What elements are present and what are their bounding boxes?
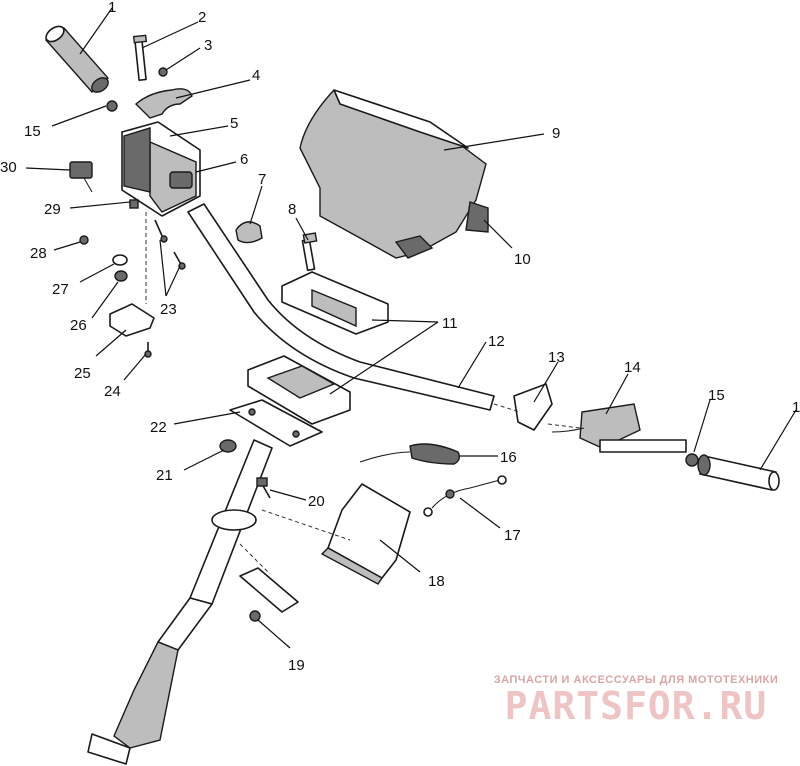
callout-15-right: 15 [708, 387, 725, 404]
part-11-lower-clamp [247, 355, 351, 425]
watermark-tagline: ЗАПЧАСТИ И АКСЕССУАРЫ ДЛЯ МОТОТЕХНИКИ [493, 674, 779, 686]
callout-18: 18 [428, 573, 445, 590]
callout-7: 7 [258, 171, 266, 188]
callout-14: 14 [624, 359, 641, 376]
part-18-bracket [320, 483, 411, 585]
callout-17: 17 [504, 527, 521, 544]
part-26-nut [114, 270, 128, 282]
site-watermark: ЗАПЧАСТИ И АКСЕССУАРЫ ДЛЯ МОТОТЕХНИКИ PA… [486, 674, 786, 726]
part-2-pin [132, 34, 148, 82]
callout-4: 4 [252, 67, 260, 84]
part-24-screw [144, 342, 152, 358]
callout-27: 27 [52, 281, 69, 298]
callout-29: 29 [44, 201, 61, 218]
assembly-guide-lines [145, 212, 581, 575]
callout-11: 11 [442, 315, 458, 332]
part-1-left-grip [44, 25, 109, 93]
part-4-throttle-lever [134, 88, 193, 119]
part-15-right-end-plug [685, 453, 699, 467]
part-11-upper-clamp [281, 271, 389, 335]
part-15-left-end-plug [106, 100, 118, 112]
part-23-screws [154, 219, 186, 270]
part-7-clip [235, 221, 263, 244]
callout-23: 23 [160, 301, 177, 318]
callout-22: 22 [150, 419, 167, 436]
part-20-bolt [256, 477, 271, 499]
leader-lines [25, 7, 797, 649]
callout-9: 9 [552, 125, 560, 142]
part-29-screw [129, 199, 139, 209]
part-12-handlebar [187, 203, 495, 411]
callout-21: 21 [156, 467, 173, 484]
part-30-switch [69, 161, 93, 193]
callout-1-right: 1 [792, 399, 800, 416]
part-27-washer [112, 254, 128, 266]
callout-5: 5 [230, 115, 238, 132]
part-14-brake-control [551, 403, 687, 453]
part-28-nut [79, 235, 89, 245]
callout-26: 26 [70, 317, 87, 334]
steering-post [87, 439, 273, 765]
callout-2: 2 [198, 9, 206, 26]
watermark-brand-logo: PARTSFOR.RU [504, 684, 768, 728]
part-22-riser-plate [229, 399, 323, 447]
callout-10: 10 [514, 251, 531, 268]
callout-13: 13 [548, 349, 565, 366]
callout-3: 3 [204, 37, 212, 54]
part-5-6-throttle-housing [121, 121, 201, 217]
part-1-right-grip [697, 454, 780, 491]
part-17-wire [423, 475, 507, 517]
callout-19: 19 [288, 657, 305, 674]
part-25-clamp-plate [109, 303, 155, 337]
part-9-10-hood-cover [299, 89, 489, 259]
part-19-spacer-and-nut [239, 567, 299, 622]
part-3-nut [158, 67, 168, 77]
part-8-bolt [301, 232, 318, 272]
callout-15-left: 15 [24, 123, 41, 140]
part-16-coiled-cable [359, 443, 461, 465]
callout-numbers: 1 2 3 4 15 5 6 30 7 9 29 8 28 10 27 23 1… [0, 0, 800, 674]
callout-16: 16 [500, 449, 517, 466]
callout-12: 12 [488, 333, 505, 350]
callout-25: 25 [74, 365, 91, 382]
callout-30: 30 [0, 159, 17, 176]
callout-8: 8 [288, 201, 296, 218]
callout-1-top: 1 [108, 0, 116, 16]
callout-28: 28 [30, 245, 47, 262]
callout-20: 20 [308, 493, 325, 510]
callout-6: 6 [240, 151, 248, 168]
part-21-nut [219, 439, 237, 453]
part-13-brake-lever-bracket [513, 383, 553, 431]
callout-24: 24 [104, 383, 121, 400]
